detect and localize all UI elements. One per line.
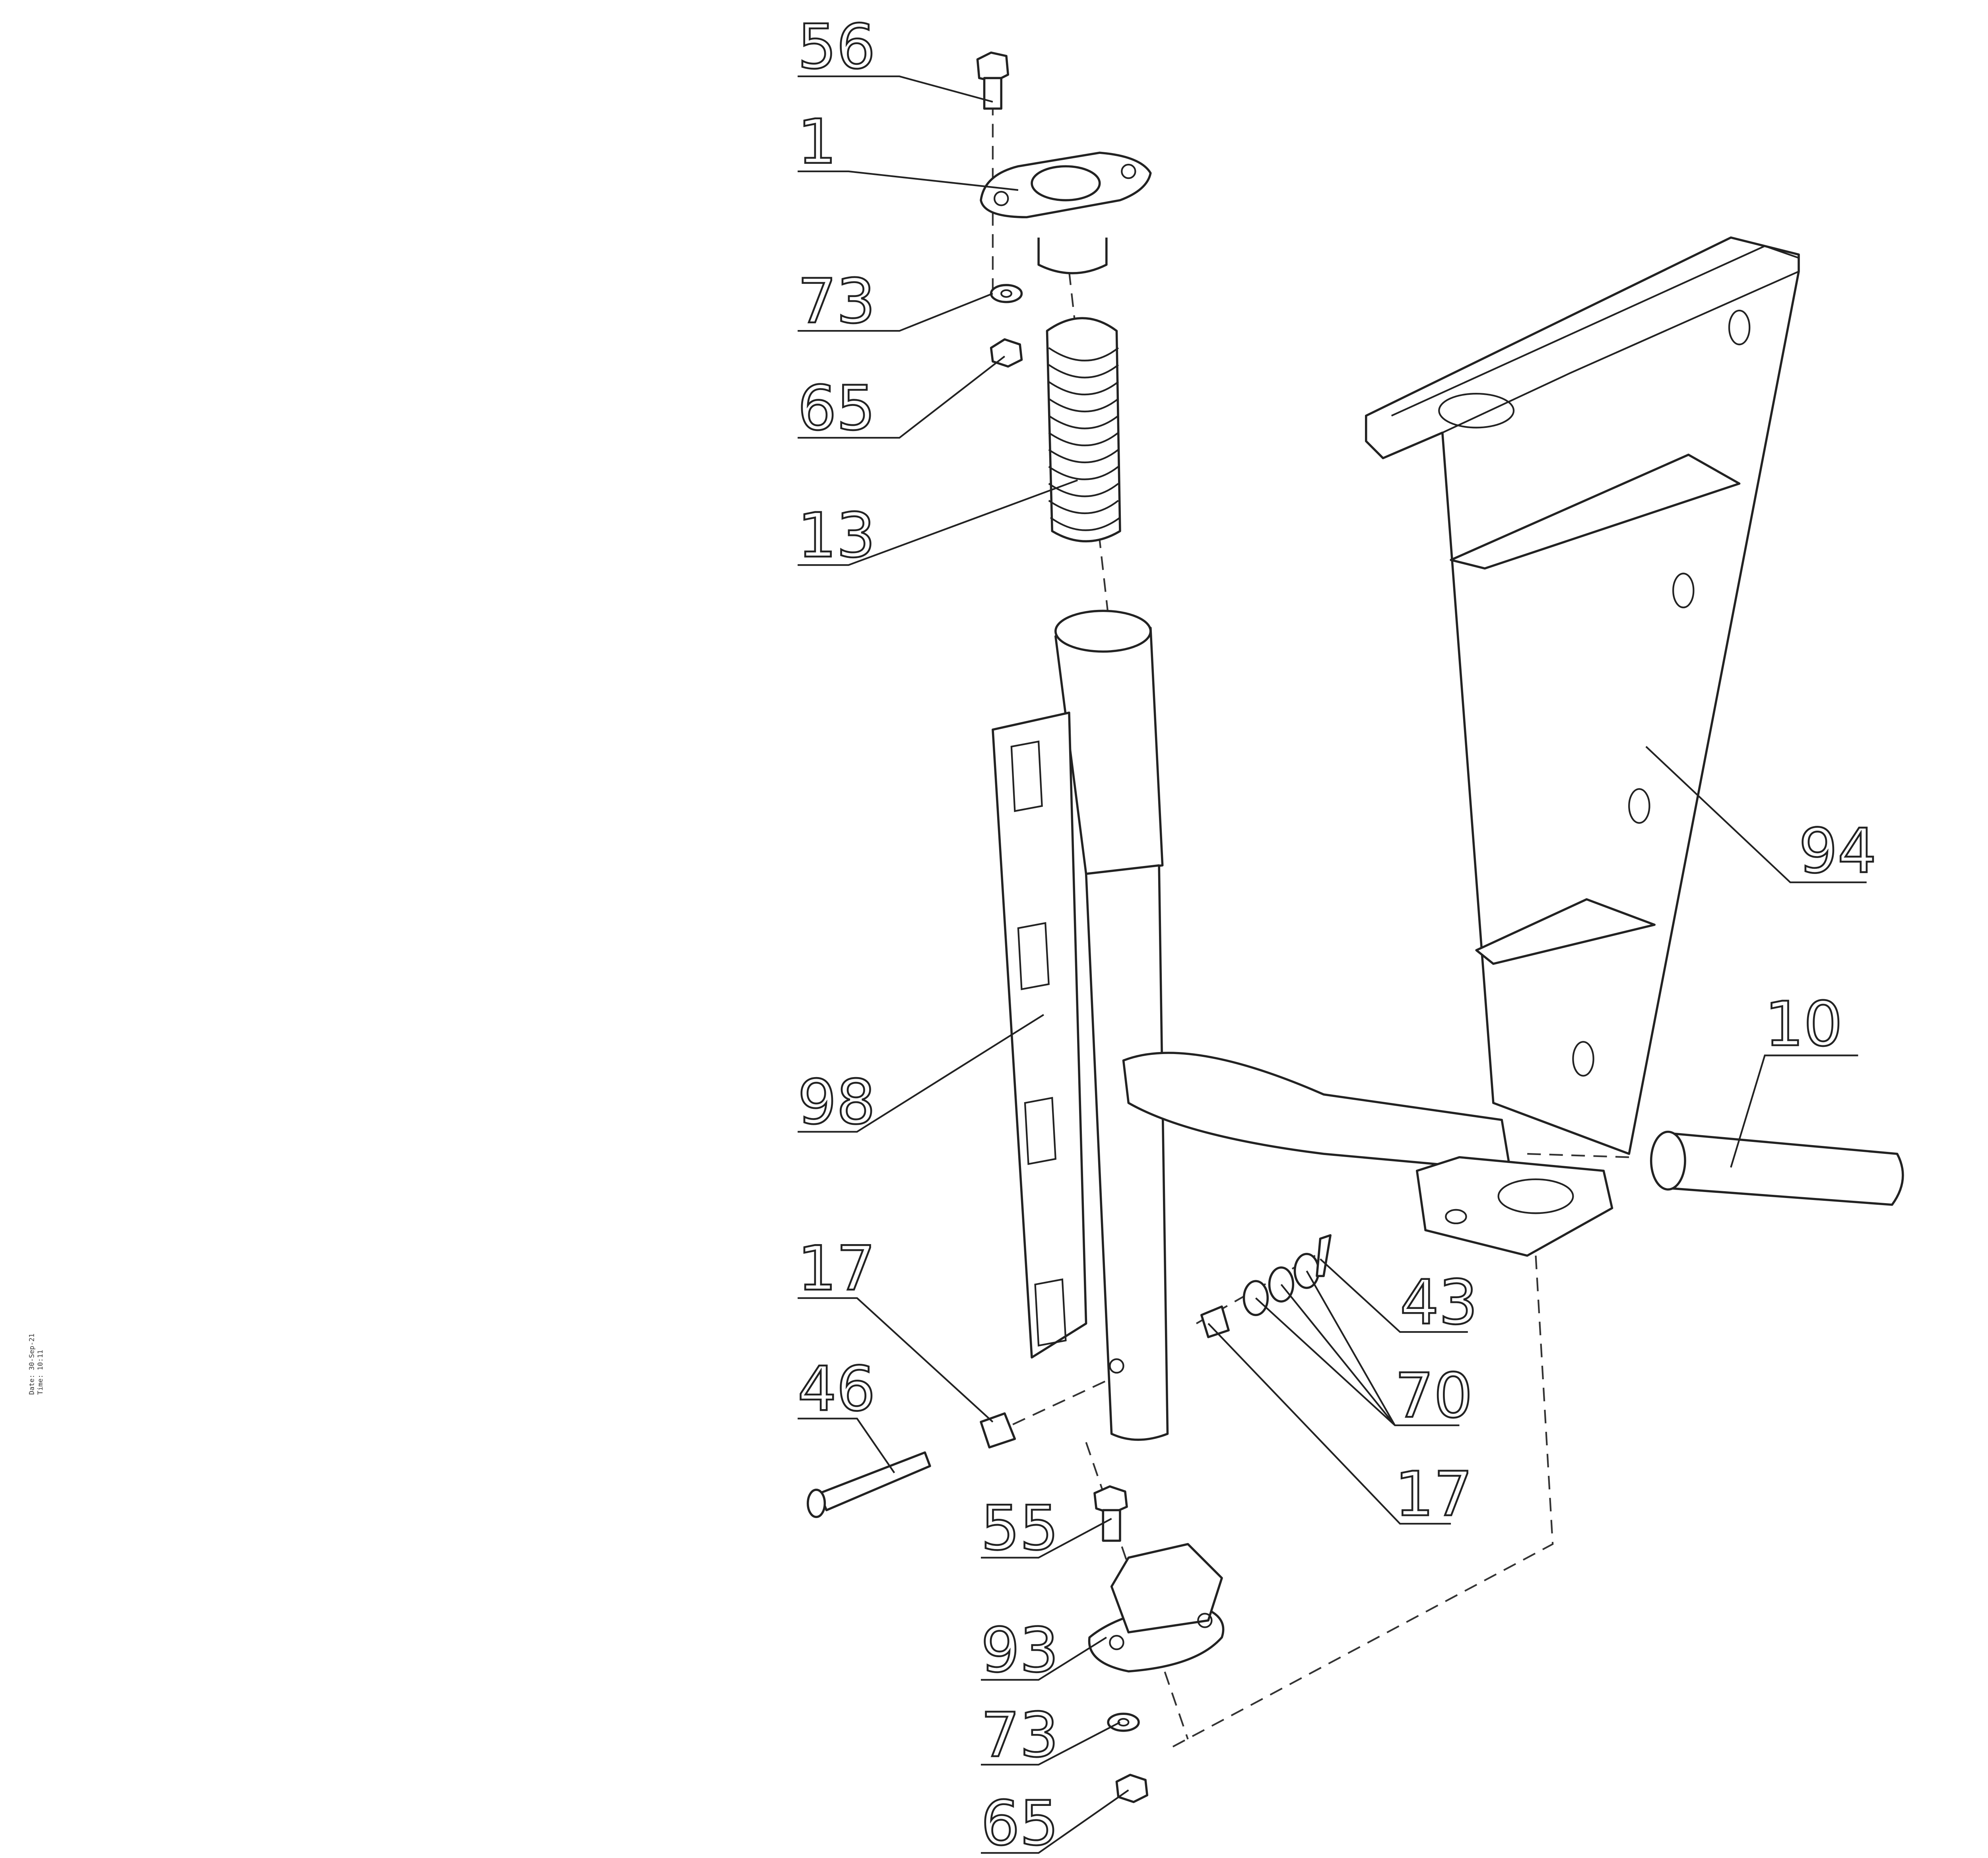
callout-70: 70	[1255, 1270, 1474, 1433]
callout-43: 43	[1320, 1258, 1479, 1339]
part-73-washer-top	[990, 284, 1023, 303]
callout-number: 10	[1765, 989, 1842, 1060]
callout-13: 13	[797, 479, 1078, 572]
callout-number: 65	[798, 373, 875, 444]
part-94-bracket	[1365, 236, 1800, 1257]
callout-number: 94	[1799, 816, 1876, 887]
callout-65-bottom: 65	[980, 1787, 1129, 1858]
callout-73-bottom: 73	[980, 1699, 1120, 1772]
part-46-pin	[806, 1451, 931, 1518]
callout-94: 94	[1645, 746, 1877, 888]
callout-56: 56	[797, 10, 993, 103]
callout-number: 93	[981, 1615, 1058, 1686]
callout-93: 93	[980, 1614, 1107, 1687]
part-56-bolt	[976, 51, 1010, 110]
callout-10: 10	[1730, 988, 1858, 1168]
part-98-tube-assembly	[992, 610, 1512, 1441]
callout-number: 43	[1400, 1267, 1477, 1338]
date-text: Date: 30-Sep-21	[28, 1334, 36, 1395]
callout-17-left: 17	[797, 1232, 994, 1423]
callout-number: 55	[981, 1493, 1058, 1564]
callout-number: 73	[981, 1700, 1058, 1771]
callout-1: 1	[797, 105, 1019, 191]
callout-46: 46	[797, 1353, 895, 1474]
part-17-bushing-right	[1200, 1305, 1230, 1338]
part-1-flange	[980, 151, 1152, 274]
part-10-sleeve	[1650, 1130, 1904, 1206]
part-43-cotter-pin	[1316, 1234, 1332, 1277]
callout-number: 98	[798, 1067, 875, 1138]
callout-number: 17	[1395, 1459, 1472, 1530]
date-stamp: Date: 30-Sep-21 Time: 10:11	[28, 1334, 45, 1395]
callout-number: 46	[798, 1353, 875, 1425]
callout-number: 17	[798, 1233, 875, 1304]
part-13-spring	[1046, 317, 1121, 543]
part-93-socket	[1088, 1543, 1225, 1673]
callout-number: 13	[798, 500, 875, 571]
callout-55: 55	[980, 1492, 1112, 1565]
time-text: Time: 10:11	[37, 1350, 45, 1395]
part-65-nut-top	[990, 338, 1023, 368]
callout-65-top: 65	[797, 355, 1006, 445]
callout-number: 1	[798, 107, 837, 178]
callout-number: 73	[798, 266, 875, 337]
callout-number: 70	[1395, 1360, 1472, 1431]
part-73-washer-bottom	[1107, 1712, 1140, 1732]
callout-number: 65	[981, 1788, 1058, 1858]
part-55-bolt	[1093, 1485, 1128, 1542]
callout-number: 56	[798, 12, 875, 83]
part-17-bushing-left	[980, 1412, 1016, 1449]
callout-73-top: 73	[797, 265, 993, 338]
callout-98: 98	[797, 1014, 1044, 1139]
callout-17-right: 17	[1208, 1323, 1474, 1531]
part-65-nut-bottom	[1115, 1774, 1149, 1803]
